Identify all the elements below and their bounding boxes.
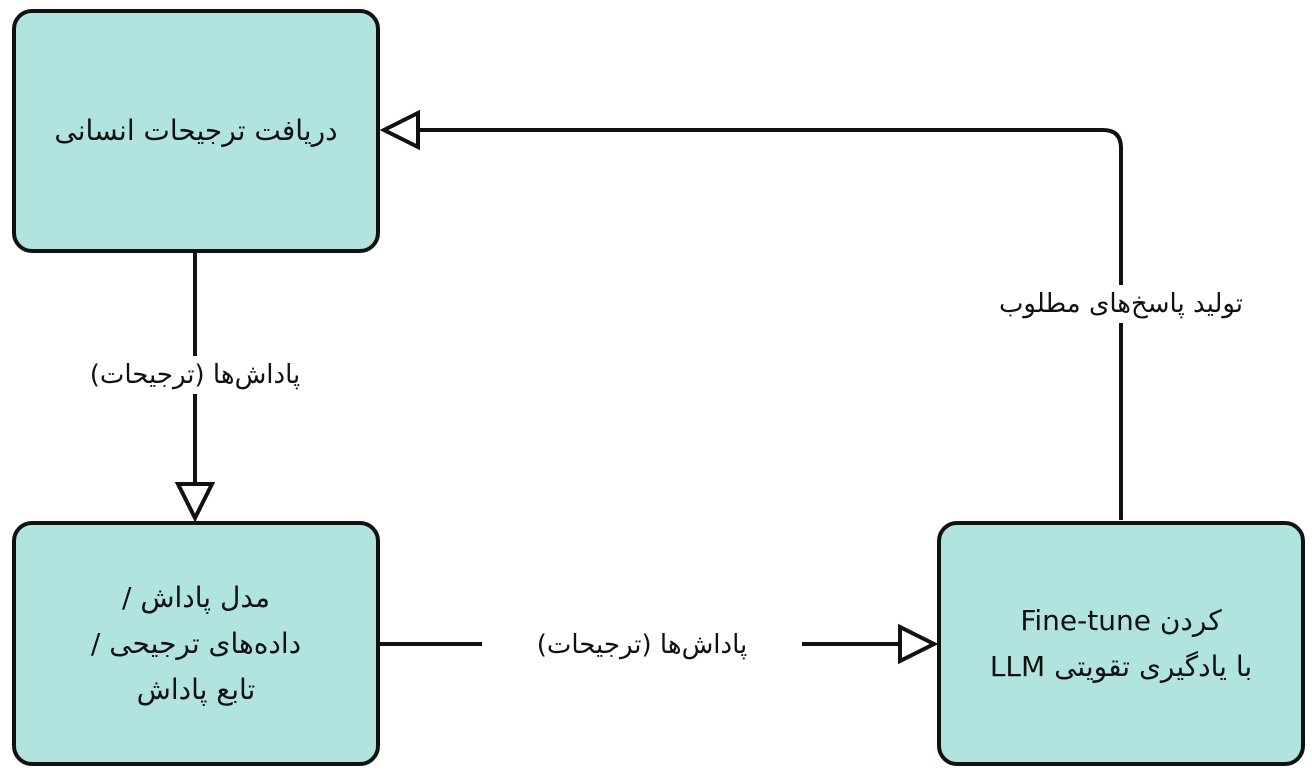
- edge-label-finetune-to-prefs: تولید پاسخ‌های مطلوب: [982, 285, 1260, 323]
- node-human-preferences: دریافت ترجیحات انسانی: [12, 9, 380, 253]
- arrowhead-left: [379, 109, 420, 151]
- node-finetune-llm: Fine-tune کردن LLM با یادگیری تقویتی: [937, 521, 1305, 766]
- arrowhead-down: [174, 482, 216, 523]
- arrowhead-right: [898, 623, 939, 665]
- edge-finetune-to-prefs: [418, 128, 1123, 520]
- node-reward-model-line-1: مدل پاداش /: [121, 580, 271, 614]
- node-finetune-line-1: Fine-tune کردن: [1020, 603, 1222, 637]
- node-finetune-line-2: LLM با یادگیری تقویتی: [989, 649, 1253, 683]
- edge-label-prefs-to-reward: پاداش‌ها (ترجیحات): [70, 356, 320, 394]
- edge-label-reward-to-finetune: پاداش‌ها (ترجیحات): [482, 626, 802, 664]
- node-reward-model-line-3: تابع پاداش: [136, 672, 256, 706]
- node-reward-model: مدل پاداش / داده‌های ترجیحی / تابع پاداش: [12, 521, 380, 766]
- node-reward-model-line-2: داده‌های ترجیحی /: [90, 626, 302, 660]
- node-human-preferences-label: دریافت ترجیحات انسانی: [54, 114, 338, 147]
